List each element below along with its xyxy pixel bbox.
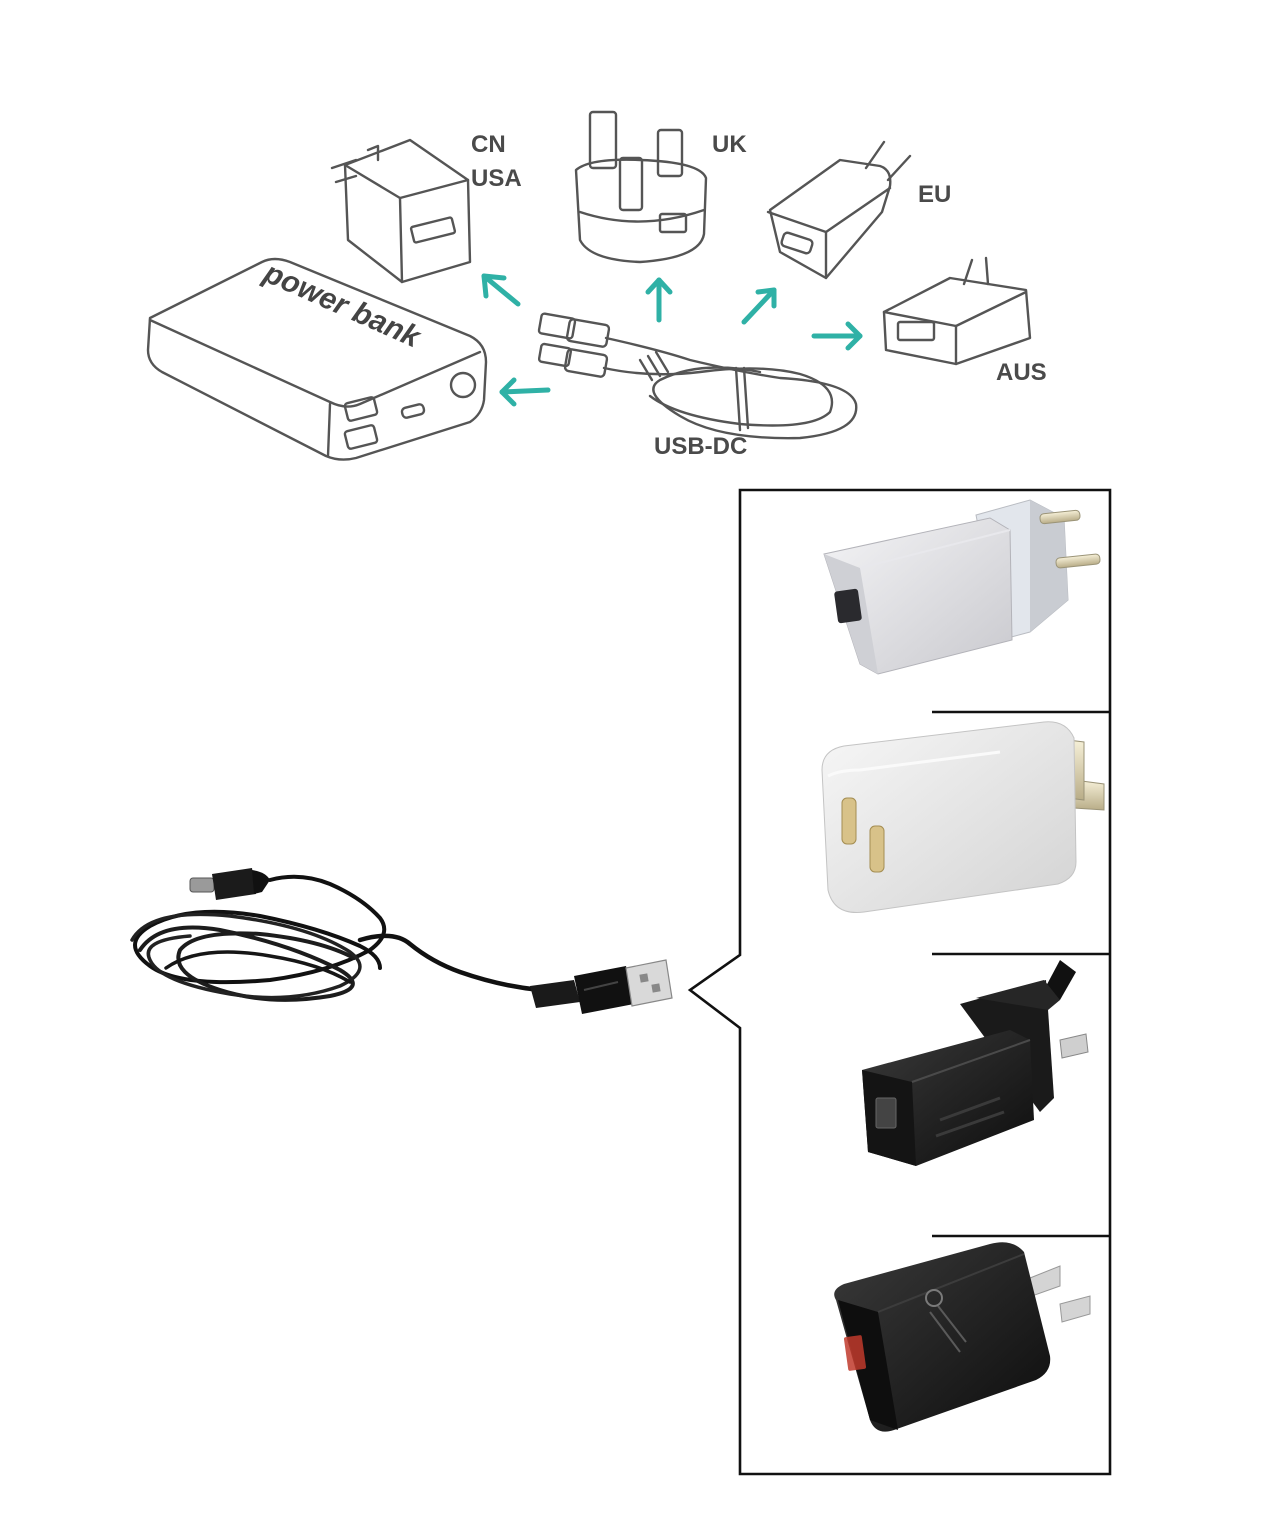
label-aus: AUS (996, 359, 1047, 386)
label-usb-dc: USB-DC (654, 433, 747, 460)
photo-adapter-eu (823, 499, 1101, 675)
label-cn: CN (471, 131, 506, 158)
arrow-to-power-bank-icon (499, 377, 551, 407)
adapter-panel-frame (687, 488, 1112, 1476)
power-bank-drawing: power bank (146, 256, 488, 461)
photo-adapter-aus (834, 1242, 1091, 1432)
arrow-to-eu-icon (741, 287, 777, 325)
photo-usb-dc-cable (130, 868, 673, 1014)
photo-adapter-uk (862, 960, 1089, 1166)
adapter-eu-drawing: EU (766, 140, 951, 280)
arrow-to-uk-icon (645, 277, 673, 323)
arrow-to-aus-icon (811, 321, 863, 351)
adapter-aus-drawing: AUS (882, 256, 1047, 386)
arrow-to-cn-usa-icon (481, 273, 521, 307)
photo-adapter-cn (821, 721, 1105, 914)
label-uk: UK (712, 131, 747, 158)
label-usa: USA (471, 165, 522, 192)
top-diagram: power bank CN USA UK (146, 110, 1047, 461)
adapter-cn-usa-drawing: CN USA (330, 131, 522, 284)
label-eu: EU (918, 181, 951, 208)
usb-dc-cable-drawing: USB-DC (537, 312, 858, 460)
adapter-uk-drawing: UK (574, 110, 747, 264)
arrow-icons (481, 273, 863, 407)
